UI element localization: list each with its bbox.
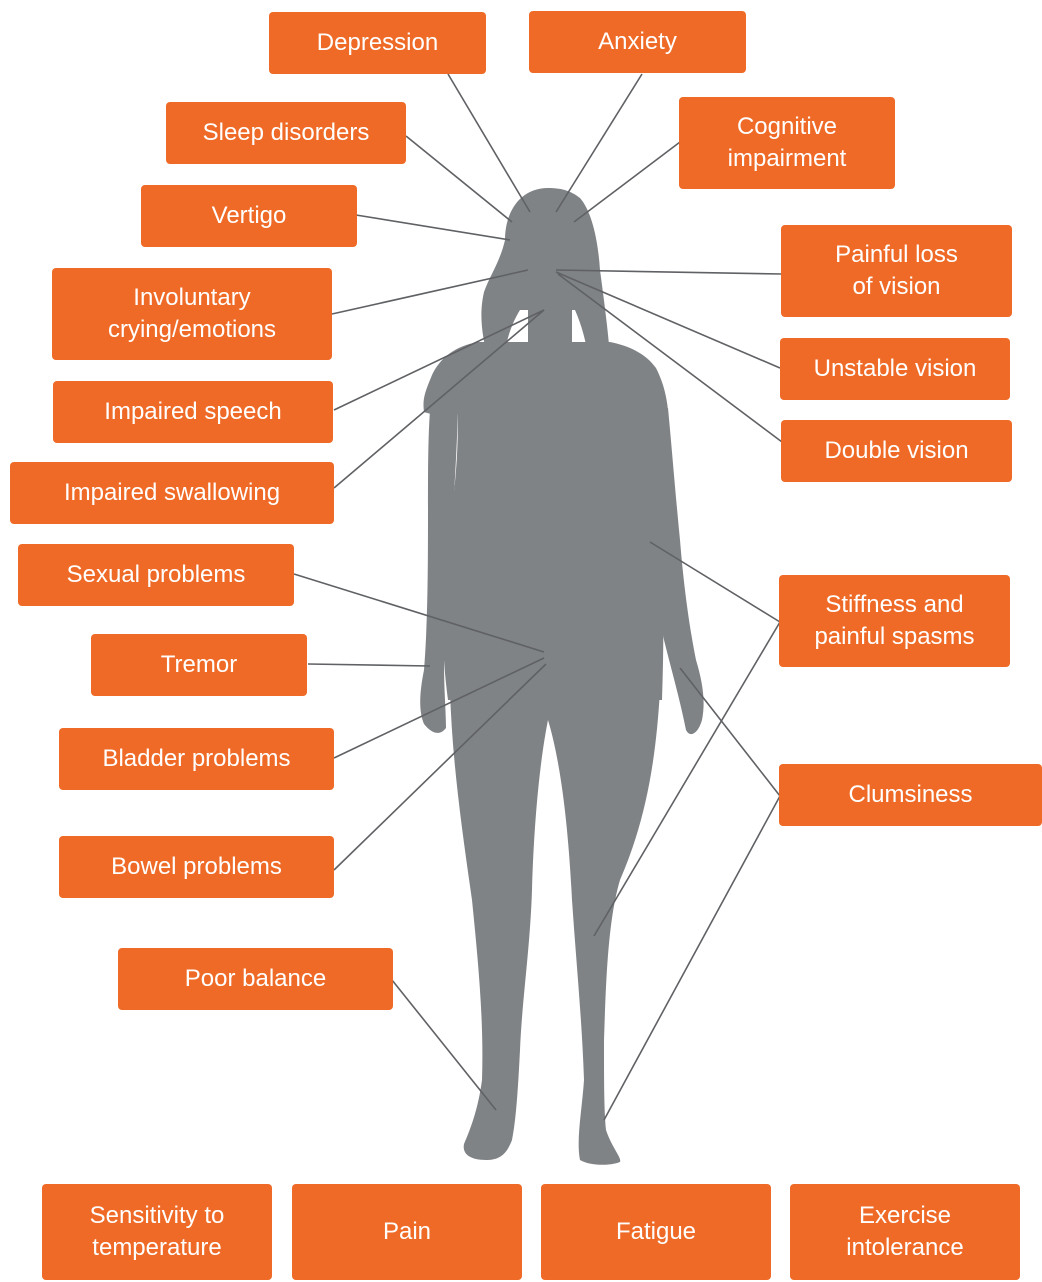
- line-poor-balance: [391, 979, 497, 1111]
- line-depression: [447, 73, 531, 213]
- line-cognitive-impairment: [573, 141, 681, 223]
- box-pain: Pain: [292, 1184, 522, 1280]
- box-bowel-problems: Bowel problems: [59, 836, 334, 898]
- box-unstable-vision: Unstable vision: [780, 338, 1010, 400]
- box-clumsiness: Clumsiness: [779, 764, 1042, 826]
- silhouette-left-arm: [420, 410, 458, 733]
- line-involuntary-crying: [331, 269, 529, 315]
- line-clumsiness-foot: [603, 795, 781, 1121]
- line-impaired-speech: [333, 309, 545, 411]
- silhouette-torso: [423, 342, 668, 700]
- box-exercise-intolerance: Exercise intolerance: [790, 1184, 1020, 1280]
- box-involuntary-crying: Involuntary crying/emotions: [52, 268, 332, 360]
- box-impaired-swallowing: Impaired swallowing: [10, 462, 334, 524]
- box-vertigo: Vertigo: [141, 185, 357, 247]
- line-unstable-vision: [555, 271, 781, 369]
- woman-silhouette-icon: [420, 188, 704, 1165]
- box-painful-loss-vision: Painful loss of vision: [781, 225, 1012, 317]
- box-tremor: Tremor: [91, 634, 307, 696]
- line-painful-loss-vision: [555, 269, 783, 275]
- box-bladder-problems: Bladder problems: [59, 728, 334, 790]
- line-sleep-disorders: [405, 135, 513, 223]
- box-sleep-disorders: Sleep disorders: [166, 102, 406, 164]
- line-vertigo: [355, 214, 511, 241]
- line-clumsiness-arm: [679, 667, 781, 797]
- line-impaired-swallowing: [333, 309, 545, 489]
- box-poor-balance: Poor balance: [118, 948, 393, 1010]
- silhouette-legs: [450, 690, 660, 1165]
- line-stiffness-torso: [649, 541, 781, 623]
- line-sexual-problems: [293, 573, 545, 653]
- box-sexual-problems: Sexual problems: [18, 544, 294, 606]
- box-impaired-speech: Impaired speech: [53, 381, 333, 443]
- line-tremor: [307, 663, 431, 667]
- line-bladder-problems: [333, 657, 545, 759]
- box-anxiety: Anxiety: [529, 11, 746, 73]
- box-fatigue: Fatigue: [541, 1184, 771, 1280]
- silhouette-head: [481, 188, 610, 356]
- connector-lines: [293, 73, 783, 1121]
- line-stiffness-leg: [593, 621, 781, 937]
- box-sensitivity-temperature: Sensitivity to temperature: [42, 1184, 272, 1280]
- silhouette-neck: [528, 300, 572, 345]
- box-stiffness-spasms: Stiffness and painful spasms: [779, 575, 1010, 667]
- box-double-vision: Double vision: [781, 420, 1012, 482]
- line-bowel-problems: [333, 663, 547, 871]
- line-double-vision: [557, 273, 783, 443]
- box-cognitive-impairment: Cognitive impairment: [679, 97, 895, 189]
- box-depression: Depression: [269, 12, 486, 74]
- line-anxiety: [555, 73, 643, 213]
- silhouette-right-arm: [646, 408, 704, 735]
